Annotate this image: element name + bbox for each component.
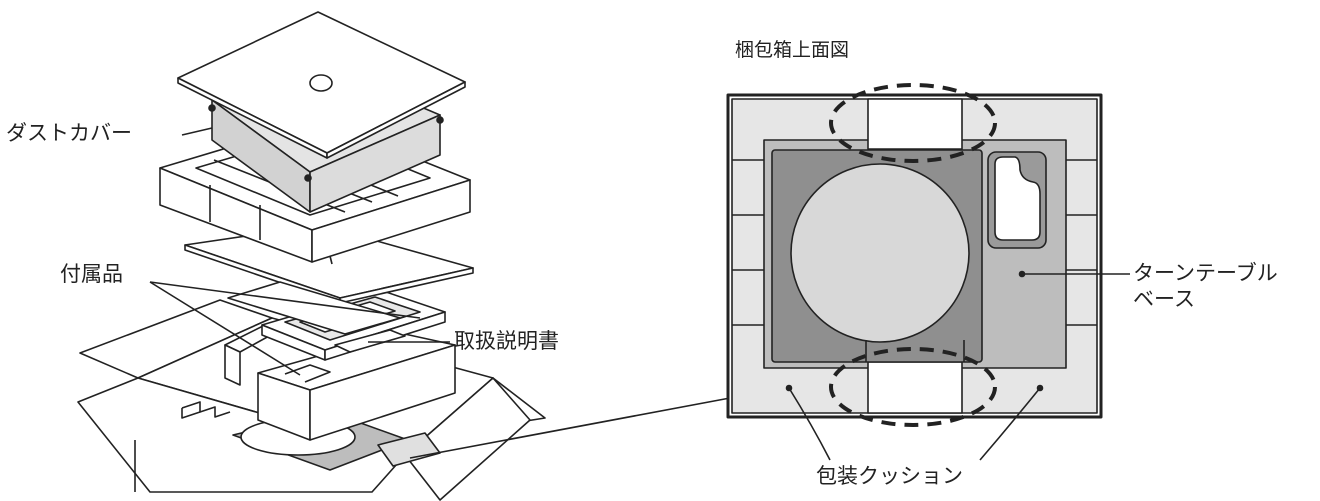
turntable-base-label-line1: ターンテーブル — [1133, 261, 1278, 285]
turntable-base-label-line2: ベース — [1133, 287, 1195, 311]
box-top-view-title: 梱包箱上面図 — [735, 39, 850, 61]
box-top-view — [726, 83, 1103, 427]
dust-cover-label: ダストカバー — [6, 121, 132, 145]
manual-label: 取扱説明書 — [454, 329, 559, 353]
cushion-label: 包装クッション — [816, 464, 963, 488]
accessories-label: 付属品 — [60, 262, 123, 286]
turntable-base-sheet — [184, 224, 474, 335]
top-cardboard-sheet — [177, 11, 466, 159]
